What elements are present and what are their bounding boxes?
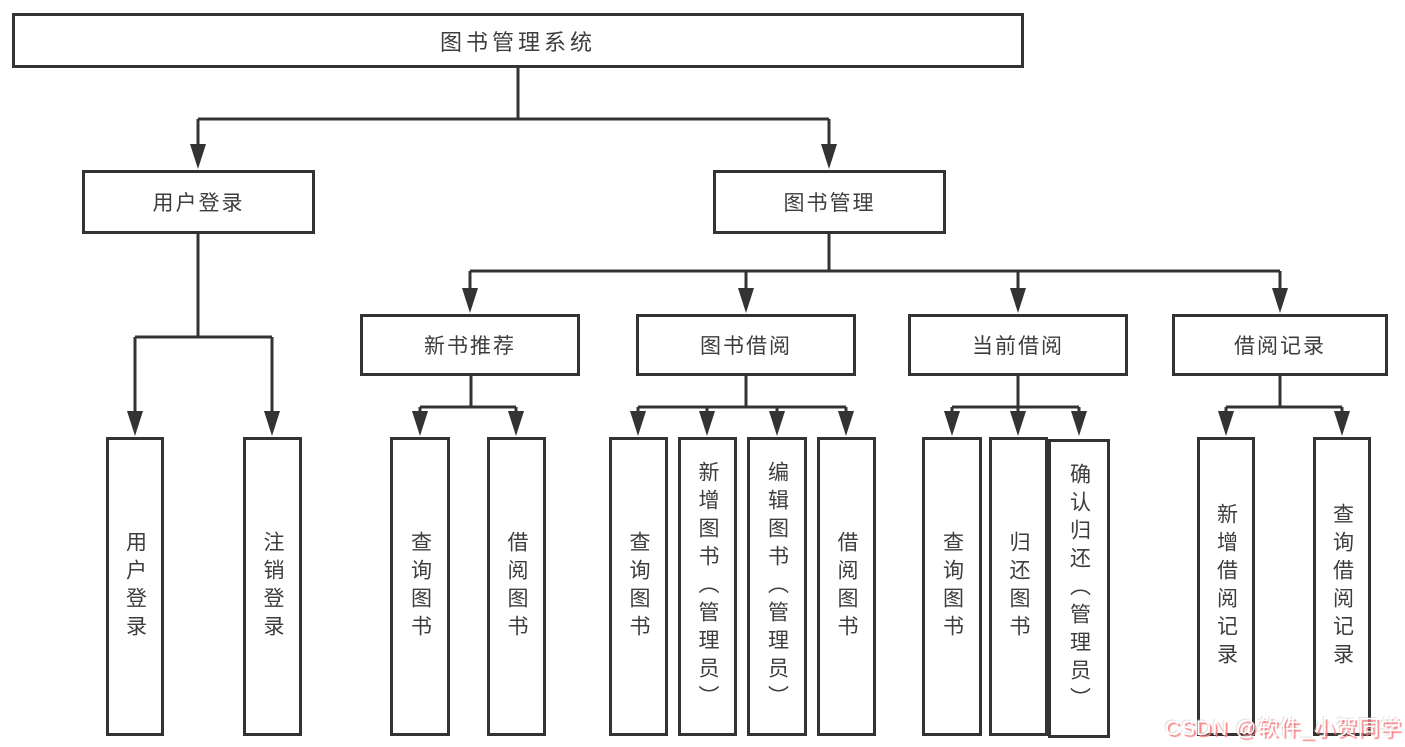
leaf-query-books-borrowing: 查询图书 — [609, 437, 668, 736]
node-current-borrowing: 当前借阅 — [908, 314, 1128, 376]
node-label: 新增借阅记录 — [1214, 502, 1238, 671]
leaf-edit-books-admin: 编辑图书（管理员） — [747, 437, 807, 736]
node-label: 查询图书 — [940, 530, 964, 643]
leaf-borrow-books-recommend: 借阅图书 — [487, 437, 546, 736]
node-library-management-system: 图书管理系统 — [12, 13, 1024, 68]
node-label: 用户登录 — [152, 192, 245, 215]
node-book-borrowing: 图书借阅 — [636, 314, 856, 376]
leaf-query-books-current: 查询图书 — [922, 437, 982, 736]
leaf-add-borrow-record: 新增借阅记录 — [1197, 437, 1255, 736]
leaf-logout: 注销登录 — [243, 437, 302, 736]
node-label: 编辑图书（管理员） — [765, 460, 789, 713]
node-label: 查询图书 — [627, 530, 650, 643]
node-label: 图书借阅 — [700, 335, 792, 358]
leaf-return-books: 归还图书 — [989, 437, 1048, 736]
node-label: 查询图书 — [408, 530, 432, 643]
leaf-add-books-admin: 新增图书（管理员） — [678, 437, 737, 736]
node-label: 注销登录 — [261, 530, 284, 643]
csdn-watermark: CSDN @软件_小贺同学 — [1164, 717, 1402, 740]
node-label: 新增图书（管理员） — [696, 460, 719, 713]
leaf-query-books-recommend: 查询图书 — [390, 437, 450, 736]
node-label: 借阅记录 — [1234, 335, 1326, 358]
leaf-user-login: 用户登录 — [106, 437, 164, 736]
leaf-query-borrow-record: 查询借阅记录 — [1313, 437, 1371, 736]
node-borrowing-records: 借阅记录 — [1172, 314, 1388, 376]
node-label: 当前借阅 — [972, 335, 1064, 358]
node-label: 借阅图书 — [835, 530, 858, 643]
node-user-login: 用户登录 — [82, 170, 315, 234]
node-label: 新书推荐 — [424, 335, 516, 358]
node-book-management: 图书管理 — [713, 170, 946, 234]
node-label: 确认归还（管理员） — [1067, 462, 1091, 715]
leaf-borrow-books: 借阅图书 — [817, 437, 876, 736]
leaf-confirm-return-admin: 确认归还（管理员） — [1048, 439, 1110, 738]
node-label: 借阅图书 — [505, 530, 528, 643]
node-label: 图书管理系统 — [439, 29, 596, 55]
node-label: 归还图书 — [1007, 530, 1030, 643]
node-new-book-recommendation: 新书推荐 — [360, 314, 580, 376]
node-label: 查询借阅记录 — [1330, 502, 1354, 671]
node-label: 图书管理 — [783, 192, 876, 215]
node-label: 用户登录 — [123, 530, 147, 643]
